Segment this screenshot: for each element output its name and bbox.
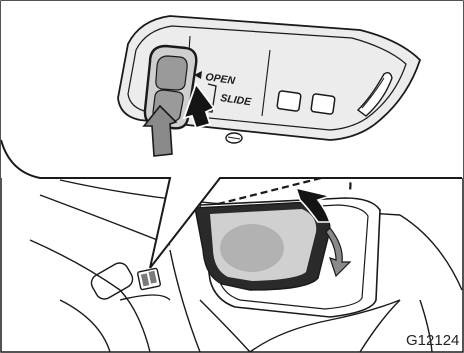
headliner-switch — [137, 268, 160, 290]
sunroof-glass — [195, 202, 330, 290]
figure-code: G12124 — [406, 332, 459, 349]
